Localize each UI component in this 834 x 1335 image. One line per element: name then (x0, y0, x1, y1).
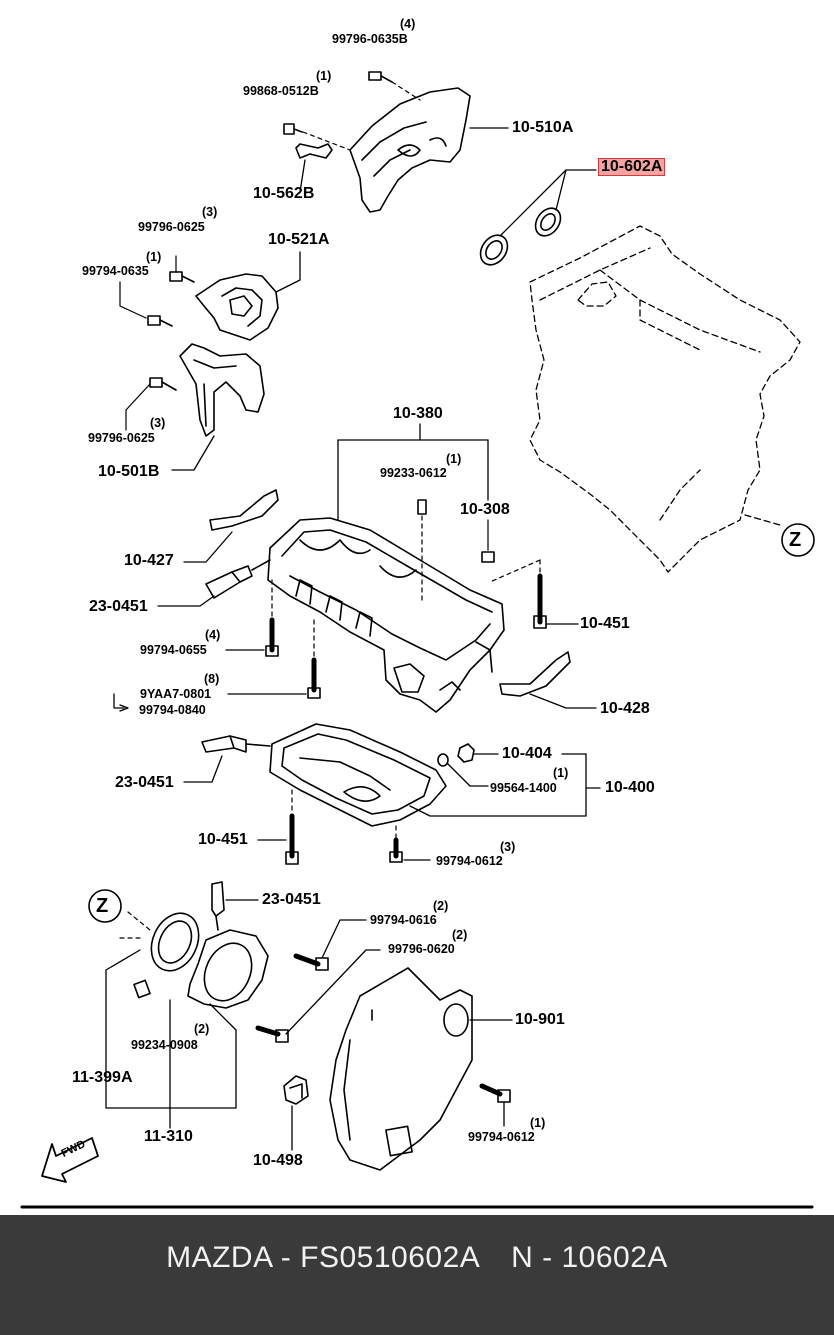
bolt-99796-0625-top (169, 255, 195, 283)
label-10-510A[interactable]: 10-510A (512, 119, 574, 136)
qty-9YAA7-0801: (8) (204, 672, 220, 686)
label-11-399A[interactable]: 11-399A (72, 1069, 133, 1086)
label-10-308[interactable]: 10-308 (460, 501, 510, 518)
label-99796-0620[interactable]: 99796-0620 (388, 942, 455, 956)
oil-pan-lower-10-400 (269, 723, 447, 827)
label-23-0451-c[interactable]: 23-0451 (262, 891, 321, 908)
label-99234-0908[interactable]: 99234-0908 (131, 1038, 198, 1052)
footer-dash-2: - (542, 1241, 553, 1274)
oil-pan-upper-10-380 (267, 517, 505, 713)
label-99564-1400[interactable]: 99564-1400 (490, 781, 557, 795)
footer-bar: MAZDA - FS0510602A N - 10602A (0, 1215, 834, 1335)
label-99796-0625-top[interactable]: 99796-0625 (138, 220, 205, 234)
bolt-10-451-b (257, 789, 299, 865)
label-23-0451-b[interactable]: 23-0451 (115, 774, 174, 791)
bolt-99794-0655 (225, 579, 279, 657)
sealant-tube-23-0451-c (211, 881, 259, 931)
mount-10-498 (283, 1075, 309, 1151)
seal-strip-10-427 (209, 489, 279, 531)
qty-99233-0612: (1) (446, 452, 462, 466)
label-10-428[interactable]: 10-428 (600, 700, 650, 717)
sealant-tube-23-0451-b (201, 735, 271, 753)
callout-z-top-letter: Z (789, 529, 802, 551)
bolt-99796-0635B (368, 71, 421, 101)
footer-brand: MAZDA (166, 1241, 272, 1274)
qty-99796-0620: (2) (452, 928, 468, 942)
callout-z-top (781, 523, 815, 557)
parts-diagram: (4) 99796-0635B (1) 99868-0512B 10-510A … (20, 17, 815, 1209)
bolt-99794-0612-a (389, 825, 431, 863)
end-plate-10-901 (329, 967, 473, 1171)
bolt-99796-0625-bottom (125, 377, 177, 431)
label-99794-0840[interactable]: 99794-0840 (139, 703, 206, 717)
oil-seal-10-602A (479, 169, 597, 266)
label-11-310[interactable]: 11-310 (144, 1128, 193, 1145)
seal-strip-10-428 (499, 651, 571, 697)
bolt-99794-0616 (293, 919, 367, 971)
bolt-99794-0612-b (479, 1083, 511, 1127)
qty-99794-0655: (4) (205, 628, 221, 642)
qty-99868-0512B: (1) (316, 69, 332, 83)
sealant-tube-23-0451-a (205, 559, 271, 599)
diagram-drawing (20, 71, 815, 1209)
label-99794-0612-a[interactable]: 99794-0612 (436, 854, 503, 868)
label-10-498[interactable]: 10-498 (253, 1152, 303, 1169)
label-99796-0625-bottom[interactable]: 99796-0625 (88, 431, 155, 445)
bolt-9YAA7-0801 (227, 619, 321, 699)
label-10-400[interactable]: 10-400 (605, 779, 655, 796)
washer-99564-1400 (437, 753, 489, 787)
qty-99796-0625-bottom: (3) (150, 416, 166, 430)
label-10-602A-highlighted[interactable]: 10-602A (598, 158, 666, 176)
footer-ref: N (511, 1241, 534, 1274)
fwd-arrow-icon (41, 1137, 99, 1183)
seal-housing-11-310 (187, 929, 269, 1009)
label-99868-0512B[interactable]: 99868-0512B (243, 84, 319, 98)
qty-99796-0635B: (4) (400, 17, 416, 31)
dowel-99234-0908 (133, 979, 151, 999)
bolt-99796-0620 (255, 949, 381, 1043)
engine-block-outline (529, 225, 801, 573)
footer-dash-1: - (280, 1241, 292, 1274)
qty-99234-0908: (2) (194, 1022, 210, 1036)
label-9YAA7-0801[interactable]: 9YAA7-0801 (140, 687, 212, 701)
footer-part-number: FS0510602A (300, 1241, 481, 1274)
footer-ref-number: 10602A (561, 1241, 668, 1274)
label-10-380[interactable]: 10-380 (393, 405, 443, 422)
label-10-501B[interactable]: 10-501B (98, 463, 160, 480)
nut-10-404 (457, 743, 499, 763)
callout-z-bottom (88, 889, 122, 923)
qty-99794-0616: (2) (433, 899, 449, 913)
qty-99794-0635: (1) (146, 250, 162, 264)
label-23-0451-a[interactable]: 23-0451 (89, 598, 148, 615)
label-10-901[interactable]: 10-901 (515, 1011, 565, 1028)
label-99794-0655[interactable]: 99794-0655 (140, 643, 207, 657)
qty-99564-1400: (1) (553, 766, 569, 780)
front-cover-10-521A (195, 273, 279, 341)
qty-99794-0612-a: (3) (500, 840, 516, 854)
bolt-99794-0635 (119, 281, 173, 327)
lower-cover-10-501B (179, 343, 265, 437)
callout-z-bottom-letter: Z (96, 895, 109, 917)
rear-oil-seal-11-399A (150, 912, 200, 972)
label-10-562B[interactable]: 10-562B (253, 185, 315, 202)
label-10-451-a[interactable]: 10-451 (580, 615, 630, 632)
label-10-427[interactable]: 10-427 (124, 552, 174, 569)
plug-10-308 (481, 519, 495, 563)
nut-99868-0512B (283, 123, 351, 151)
label-99794-0616[interactable]: 99794-0616 (370, 913, 437, 927)
label-10-521A[interactable]: 10-521A (268, 231, 330, 248)
label-99796-0635B[interactable]: 99796-0635B (332, 32, 408, 46)
label-10-451-b[interactable]: 10-451 (198, 831, 248, 848)
pin-99233-0612 (417, 499, 427, 601)
bracket-10-562B (295, 143, 333, 159)
bolt-10-451-a (489, 559, 579, 629)
label-10-404[interactable]: 10-404 (502, 745, 552, 762)
label-99233-0612[interactable]: 99233-0612 (380, 466, 447, 480)
label-99794-0635[interactable]: 99794-0635 (82, 264, 149, 278)
footer-text: MAZDA - FS0510602A N - 10602A (0, 1241, 834, 1275)
label-99794-0612-b[interactable]: 99794-0612 (468, 1130, 535, 1144)
qty-99794-0612-b: (1) (530, 1116, 546, 1130)
timing-cover-upper (349, 87, 471, 213)
qty-99796-0625-top: (3) (202, 205, 218, 219)
